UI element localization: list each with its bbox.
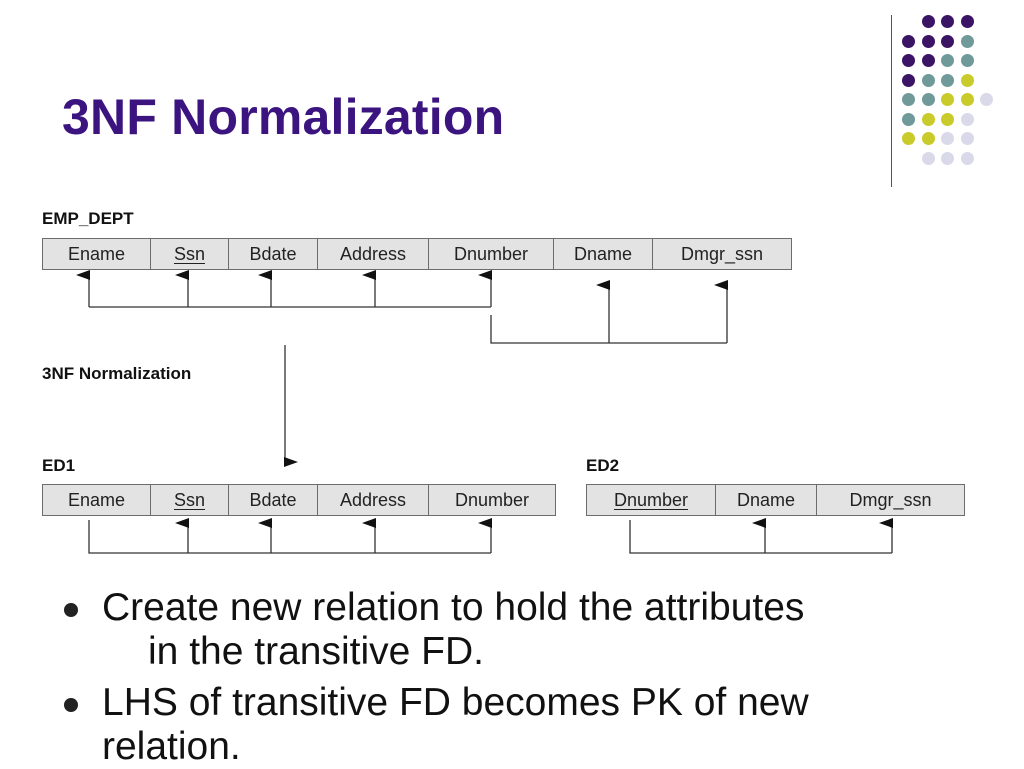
relation-name-ed2: ED2 — [586, 456, 620, 475]
fd-ed2-arrows — [629, 518, 893, 554]
bullet-dot-icon — [64, 698, 78, 712]
decorative-dot — [980, 93, 993, 106]
bullet-item: Create new relation to hold the attribut… — [62, 586, 962, 674]
decorative-dot — [941, 54, 954, 67]
decorative-dot — [960, 34, 974, 48]
decorative-dot — [902, 132, 915, 145]
normalization-step-label: 3NF Normalization — [42, 364, 192, 383]
decorative-dot — [941, 34, 954, 48]
decorative-dot — [921, 93, 935, 106]
attribute-cell: Dnumber — [429, 238, 554, 270]
decorative-dot — [902, 54, 915, 67]
decorative-dot — [902, 34, 915, 48]
decorative-dot — [902, 112, 915, 126]
decorative-dot — [941, 93, 954, 106]
attribute-cell: Bdate — [229, 238, 318, 270]
decorative-dot — [921, 54, 935, 67]
relation-ed1: Ename Ssn Bdate Address Dnumber — [42, 484, 556, 516]
attribute-cell-primary-key: Dnumber — [586, 484, 716, 516]
attribute-cell: Dmgr_ssn — [653, 238, 792, 270]
fd-ed1-arrows — [88, 518, 492, 554]
decorative-dot — [960, 73, 974, 87]
decorative-dot — [902, 73, 915, 87]
slide-title: 3NF Normalization — [62, 89, 505, 145]
decorative-dot — [921, 132, 935, 145]
attribute-cell-primary-key: Ssn — [151, 484, 229, 516]
attribute-cell-primary-key: Ssn — [151, 238, 229, 270]
decorative-dot — [941, 15, 954, 28]
attribute-cell: Address — [318, 484, 429, 516]
attribute-cell: Address — [318, 238, 429, 270]
attribute-cell: Dnumber — [429, 484, 556, 516]
decorative-dot — [941, 112, 954, 126]
attribute-cell: Dmgr_ssn — [817, 484, 965, 516]
decorative-dot — [960, 112, 974, 126]
decorative-dot — [921, 151, 935, 165]
decorative-dot — [941, 151, 954, 165]
decorative-dot — [960, 93, 974, 106]
decorative-dot — [960, 15, 974, 28]
decorative-dot-grid — [0, 0, 1024, 200]
decorative-dot — [960, 151, 974, 165]
decorative-dot — [960, 54, 974, 67]
relation-emp-dept: Ename Ssn Bdate Address Dnumber Dname Dm… — [42, 238, 792, 270]
attribute-cell: Ename — [42, 484, 151, 516]
decorative-dot — [941, 132, 954, 145]
decorative-dot — [960, 132, 974, 145]
attribute-cell: Dname — [716, 484, 817, 516]
fd-ssn-arrows — [76, 270, 492, 308]
decorative-dot — [921, 73, 935, 87]
decorative-dot — [921, 112, 935, 126]
attribute-cell: Dname — [554, 238, 653, 270]
relation-name-ed1: ED1 — [42, 456, 76, 475]
decorative-dot — [921, 34, 935, 48]
relation-name-emp-dept: EMP_DEPT — [42, 209, 134, 228]
attribute-cell: Bdate — [229, 484, 318, 516]
fd-dnumber-arrows — [490, 280, 728, 344]
title-divider-line — [891, 15, 892, 187]
bullet-item: LHS of transitive FD becomes PK of new r… — [62, 681, 962, 769]
decorative-dot — [902, 93, 915, 106]
attribute-cell: Ename — [42, 238, 151, 270]
decorative-dot — [921, 15, 935, 28]
bullet-dot-icon — [64, 603, 78, 617]
relation-ed2: Dnumber Dname Dmgr_ssn — [586, 484, 965, 516]
decorative-dot — [941, 73, 954, 87]
bullet-list: Create new relation to hold the attribut… — [62, 586, 962, 769]
